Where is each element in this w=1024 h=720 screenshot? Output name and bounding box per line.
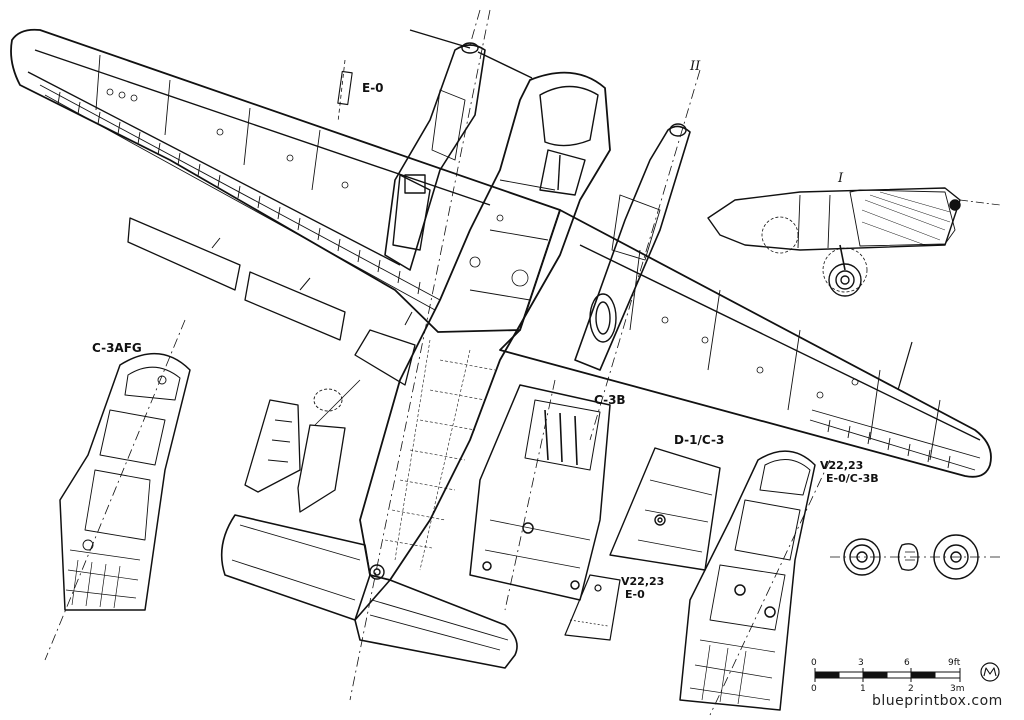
detached-flap-panels (127, 217, 416, 386)
main-plan-view (10, 9, 992, 701)
left-wing-flaps (39, 54, 441, 311)
section-i-side-view (707, 187, 1001, 297)
label-c3b: C-3B (594, 393, 626, 407)
label-e0-top: E-0 (362, 81, 384, 95)
cockpit-canopy (539, 85, 599, 147)
fuselage (359, 71, 611, 581)
scale-m-2: 2 (908, 684, 914, 694)
author-mark (980, 662, 1000, 682)
scale-ft-3: 3 (858, 658, 864, 668)
label-section-ii: II (690, 59, 701, 74)
d1c3-panel-view (609, 447, 721, 571)
v2223-e0-small-panel (564, 574, 621, 641)
scale-ft-0: 0 (811, 658, 817, 668)
e0-detail (337, 59, 353, 123)
label-v2223-bottom-line1: V22,23 (621, 575, 665, 588)
scale-ft-9: 9ft (948, 658, 961, 668)
wheel-details (830, 534, 1000, 580)
right-spinner (669, 123, 687, 137)
left-tailplane (220, 514, 371, 621)
label-d1c3: D-1/C-3 (674, 433, 725, 447)
watermark-text: blueprintbox.com (872, 693, 1003, 709)
label-v2223-bottom-line2: E-0 (625, 588, 645, 601)
scale-ft-6: 6 (904, 658, 910, 668)
label-section-i: I (838, 171, 844, 186)
label-v2223-right-line2: E-0/C-3B (826, 472, 879, 485)
v2223-c3b-nose-view (679, 450, 831, 716)
scale-m-3: 3m (950, 684, 965, 694)
right-wing (499, 209, 992, 478)
c3afg-nose-view (44, 319, 191, 661)
right-tailplane (354, 579, 518, 669)
scale-m-1: 1 (860, 684, 866, 694)
left-engine-nacelle (384, 29, 533, 271)
left-propeller (409, 29, 533, 79)
scale-bar (814, 668, 961, 682)
access-panels (106, 88, 859, 399)
left-wing (10, 28, 561, 333)
gear-door-detail (244, 379, 361, 513)
scale-m-0: 0 (811, 684, 817, 694)
c3b-bomb-bay-view (469, 379, 611, 611)
label-c3afg: C-3AFG (92, 341, 142, 355)
label-v2223-right-line1: V22,23 (820, 459, 864, 472)
right-engine-nacelle (574, 123, 691, 371)
